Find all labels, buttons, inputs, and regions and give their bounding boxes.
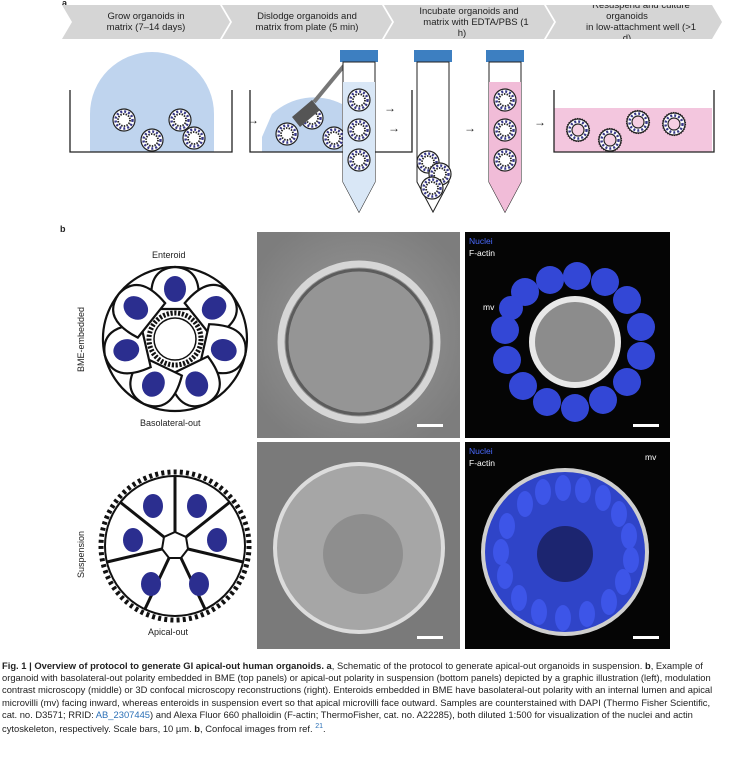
caption-b-label: b bbox=[644, 660, 651, 671]
caption-title: Fig. 1 | Overview of protocol to generat… bbox=[2, 660, 324, 671]
step-4-line-2: in low-attachment well (>1 d) bbox=[585, 22, 697, 44]
arrow-4: → bbox=[464, 121, 476, 135]
figure-caption: Fig. 1 | Overview of protocol to generat… bbox=[2, 660, 726, 735]
reference-link[interactable]: 21 bbox=[315, 723, 323, 731]
confocal-suspension: Nuclei F-actin mv bbox=[465, 442, 670, 649]
enteroid-label: Enteroid bbox=[152, 250, 186, 260]
well-3 bbox=[553, 90, 715, 153]
scale-bar bbox=[633, 424, 659, 427]
modulation-contrast-suspension bbox=[257, 442, 460, 649]
well-2 bbox=[249, 54, 413, 153]
well-1 bbox=[69, 52, 233, 153]
nuclei-label: Nuclei bbox=[469, 446, 493, 456]
apical-out-diagram bbox=[98, 469, 252, 623]
scale-bar bbox=[633, 636, 659, 639]
caption-end: . bbox=[322, 723, 326, 735]
mv-label: mv bbox=[645, 452, 657, 462]
factin-label: F-actin bbox=[469, 458, 495, 468]
arrow-1: → bbox=[247, 113, 259, 127]
step-4-line-1: Resuspend and culture organoids bbox=[592, 0, 690, 22]
caption-b-text-2: ) and Alexa Fluor 660 phalloidin (F-acti… bbox=[2, 708, 693, 735]
caption-b2-label: b bbox=[194, 723, 201, 735]
scale-bar bbox=[417, 424, 443, 427]
protocol-schematic: → → → → → bbox=[69, 50, 715, 214]
step-2-line-2: matrix from plate (5 min) bbox=[255, 22, 359, 33]
scale-bar bbox=[417, 636, 443, 639]
panel-b-label: b bbox=[60, 224, 66, 234]
bme-embedded-label: BME-embedded bbox=[76, 306, 86, 372]
step-1-line-1: Grow organoids in bbox=[107, 11, 185, 22]
caption-a-text: , Schematic of the protocol to generate … bbox=[331, 660, 643, 671]
mv-label: mv bbox=[483, 302, 495, 312]
apical-out-label: Apical-out bbox=[148, 627, 189, 637]
spatula-icon bbox=[292, 100, 320, 127]
step-3-line-1: Incubate organoids and bbox=[419, 5, 519, 17]
modulation-contrast-bme bbox=[257, 232, 460, 438]
step-3-line-2: matrix with EDTA/PBS (1 h) bbox=[423, 16, 529, 39]
confocal-nuclei bbox=[491, 262, 655, 422]
arrow-5: → bbox=[534, 115, 546, 129]
tube-1 bbox=[340, 50, 378, 214]
arrow-2: → bbox=[384, 101, 396, 115]
step-1-line-2: matrix (7–14 days) bbox=[106, 22, 186, 33]
factin-label: F-actin bbox=[469, 248, 495, 258]
confocal-bme: Nuclei F-actin mv bbox=[465, 232, 670, 438]
basolateral-out-label: Basolateral-out bbox=[140, 418, 201, 428]
arrow-3: → bbox=[388, 121, 400, 135]
rrid-link[interactable]: AB_2307445 bbox=[95, 708, 151, 720]
basolateral-out-diagram bbox=[101, 265, 249, 413]
panel-a-label: a bbox=[62, 0, 68, 8]
caption-b-text: , Example of organoid with basolateral-o… bbox=[2, 660, 713, 720]
nuclei-label: Nuclei bbox=[469, 236, 493, 246]
suspension-label: Suspension bbox=[76, 530, 86, 578]
tube-2 bbox=[414, 50, 453, 214]
tube-3 bbox=[486, 50, 524, 214]
caption-a-label: a bbox=[326, 660, 332, 671]
caption-b2-text: , Confocal images from ref. bbox=[200, 723, 316, 735]
step-2-line-1: Dislodge organoids and bbox=[257, 11, 357, 22]
